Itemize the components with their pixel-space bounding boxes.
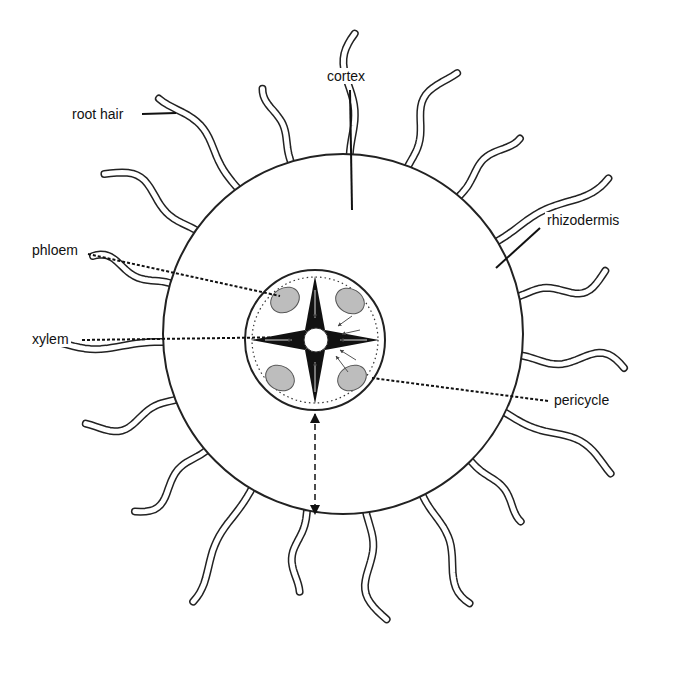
root-hair-lumen: [503, 412, 610, 474]
part-label: xylem: [30, 331, 71, 347]
radial-arrows: [336, 316, 360, 372]
root-hair-outline: [520, 353, 624, 368]
root-hair-lumen: [469, 459, 520, 521]
pericycle-ring: [252, 277, 378, 403]
root-hair-outline: [193, 487, 252, 601]
root-hair-outline: [407, 73, 457, 168]
xylem-arms: [251, 276, 379, 404]
root-hair-lumen: [422, 494, 470, 604]
flow-arrows: [265, 290, 367, 392]
root-hair-outline: [86, 399, 178, 431]
part-label: root hair: [70, 106, 125, 122]
root-hair-lumen: [135, 450, 208, 512]
root-hair-outline: [292, 508, 307, 591]
root-hair-lumen: [407, 73, 457, 168]
root-hairs: [36, 34, 624, 620]
root-hair-outline: [104, 173, 197, 232]
root-hair-lumen: [520, 353, 624, 368]
root-hair-lumen: [496, 178, 609, 242]
pith: [304, 328, 328, 352]
part-label: cortex: [325, 68, 367, 84]
rhizodermis-outline: [163, 154, 523, 514]
root-hair-outline: [135, 450, 208, 512]
part-label: pericycle: [552, 392, 611, 408]
root-hair-lumen: [292, 508, 307, 591]
root-hair-outline: [496, 178, 609, 242]
root-hair-outline: [469, 459, 520, 521]
root-hair-lumen: [263, 89, 292, 164]
root-hair-outline: [422, 494, 470, 604]
part-label: rhizodermis: [545, 212, 621, 228]
stele-outline: [245, 270, 385, 410]
root-hair-lumen: [517, 271, 605, 297]
leader-lines: [82, 90, 548, 401]
root-hair-lumen: [93, 255, 172, 284]
root-hair-outline: [365, 511, 387, 620]
root-hair-lumen: [86, 399, 178, 431]
distance-arrow: [314, 414, 316, 514]
root-hair-lumen: [365, 511, 387, 620]
root-hair-lumen: [104, 173, 197, 232]
root-hair-outline: [93, 255, 172, 284]
root-hair-lumen: [193, 487, 252, 601]
root-hair-outline: [263, 89, 292, 164]
root-hair-outline: [458, 139, 520, 198]
root-hair-outline: [503, 412, 610, 474]
root-hair-lumen: [458, 139, 520, 198]
part-label: phloem: [30, 242, 80, 258]
root-hair-outline: [517, 271, 605, 297]
